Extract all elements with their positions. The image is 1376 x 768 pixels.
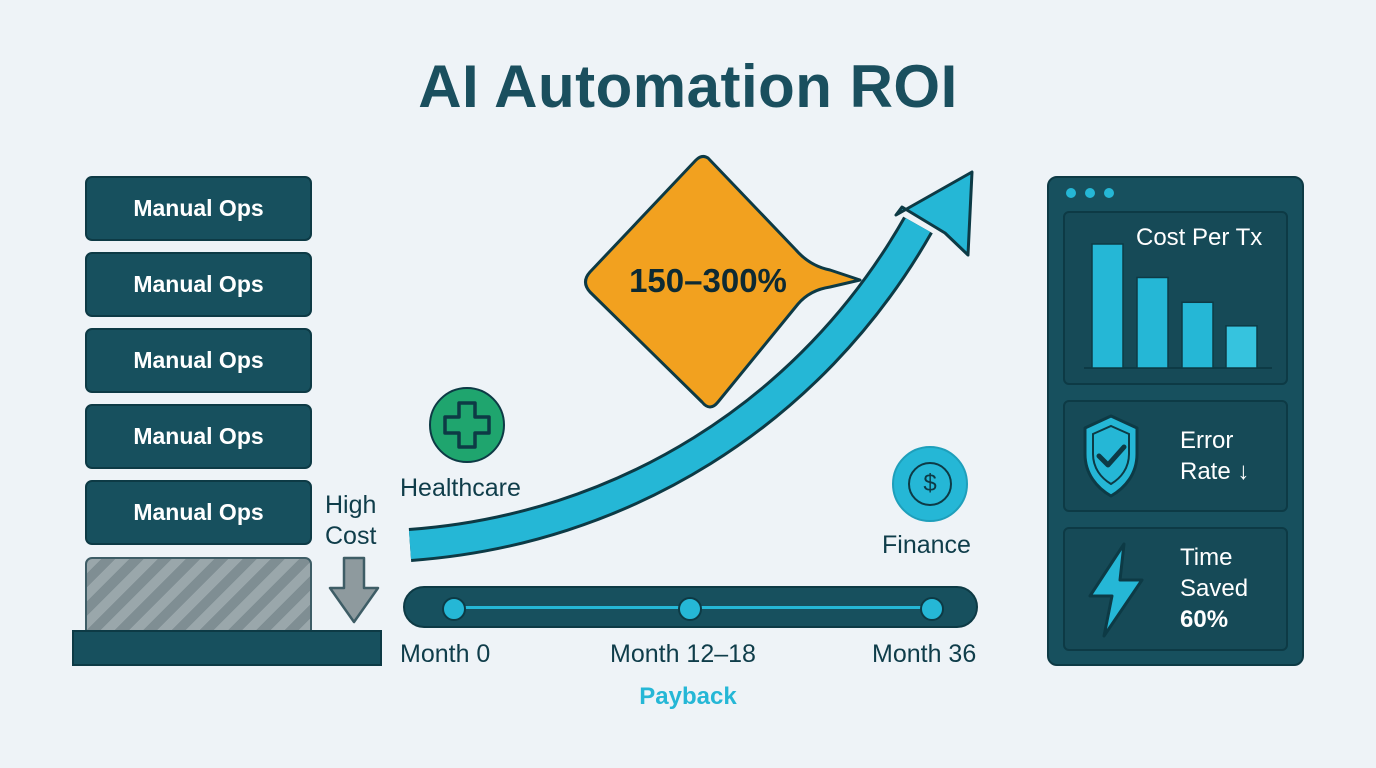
timeline-dot-end [920, 597, 944, 621]
shield-check-icon [1083, 414, 1139, 498]
time-saved-label: Time Saved 60% [1180, 542, 1248, 635]
roi-value: 150–300% [629, 262, 787, 299]
error-rate-line1: Error [1180, 427, 1234, 454]
arrow-down-icon [328, 556, 380, 624]
growth-arrow-icon [408, 170, 974, 562]
timeline-dot-start [442, 597, 466, 621]
cost-bar [1136, 276, 1169, 369]
window-dot [1085, 188, 1095, 198]
time-saved-line2: Saved [1180, 575, 1249, 602]
cost-bar [1225, 325, 1258, 369]
manual-ops-block: Manual Ops [85, 252, 312, 317]
page-title: AI Automation ROI [418, 53, 958, 120]
payback-label: Payback [639, 683, 737, 710]
time-saved-value: 60% [1180, 606, 1229, 633]
timeline-label-month-12-18: Month 12–18 [610, 640, 756, 668]
time-saved-line1: Time [1180, 544, 1233, 571]
healthcare-cross-icon [429, 387, 505, 463]
window-dot [1104, 188, 1114, 198]
roi-diamond-badge [584, 154, 862, 409]
stack-base [72, 630, 382, 666]
timeline-label-month-0: Month 0 [400, 640, 491, 668]
cost-per-tx-chart [1084, 243, 1272, 369]
dollar-symbol: $ [908, 462, 952, 506]
error-rate-line2: Rate ↓ [1180, 458, 1250, 485]
manual-ops-block: Manual Ops [85, 480, 312, 545]
error-rate-label: Error Rate ↓ [1180, 425, 1249, 487]
manual-ops-block: Manual Ops [85, 404, 312, 469]
high-cost-line2: Cost [325, 522, 377, 550]
timeline-track [403, 586, 978, 628]
window-dot [1066, 188, 1076, 198]
timeline-dot-payback [678, 597, 702, 621]
high-cost-line1: High [325, 491, 377, 519]
lightning-bolt-icon [1088, 542, 1144, 638]
high-cost-label: High Cost [325, 490, 376, 552]
manual-ops-block: Manual Ops [85, 176, 312, 241]
cost-bar [1091, 243, 1124, 369]
timeline-label-month-36: Month 36 [872, 640, 977, 668]
manual-ops-block: Manual Ops [85, 328, 312, 393]
cost-bar [1181, 301, 1214, 369]
finance-dollar-icon: $ [892, 446, 968, 522]
hatched-cost-block [85, 557, 312, 632]
healthcare-label: Healthcare [400, 474, 521, 502]
cost-per-tx-title: Cost Per Tx [1136, 224, 1263, 251]
finance-label: Finance [882, 531, 971, 559]
